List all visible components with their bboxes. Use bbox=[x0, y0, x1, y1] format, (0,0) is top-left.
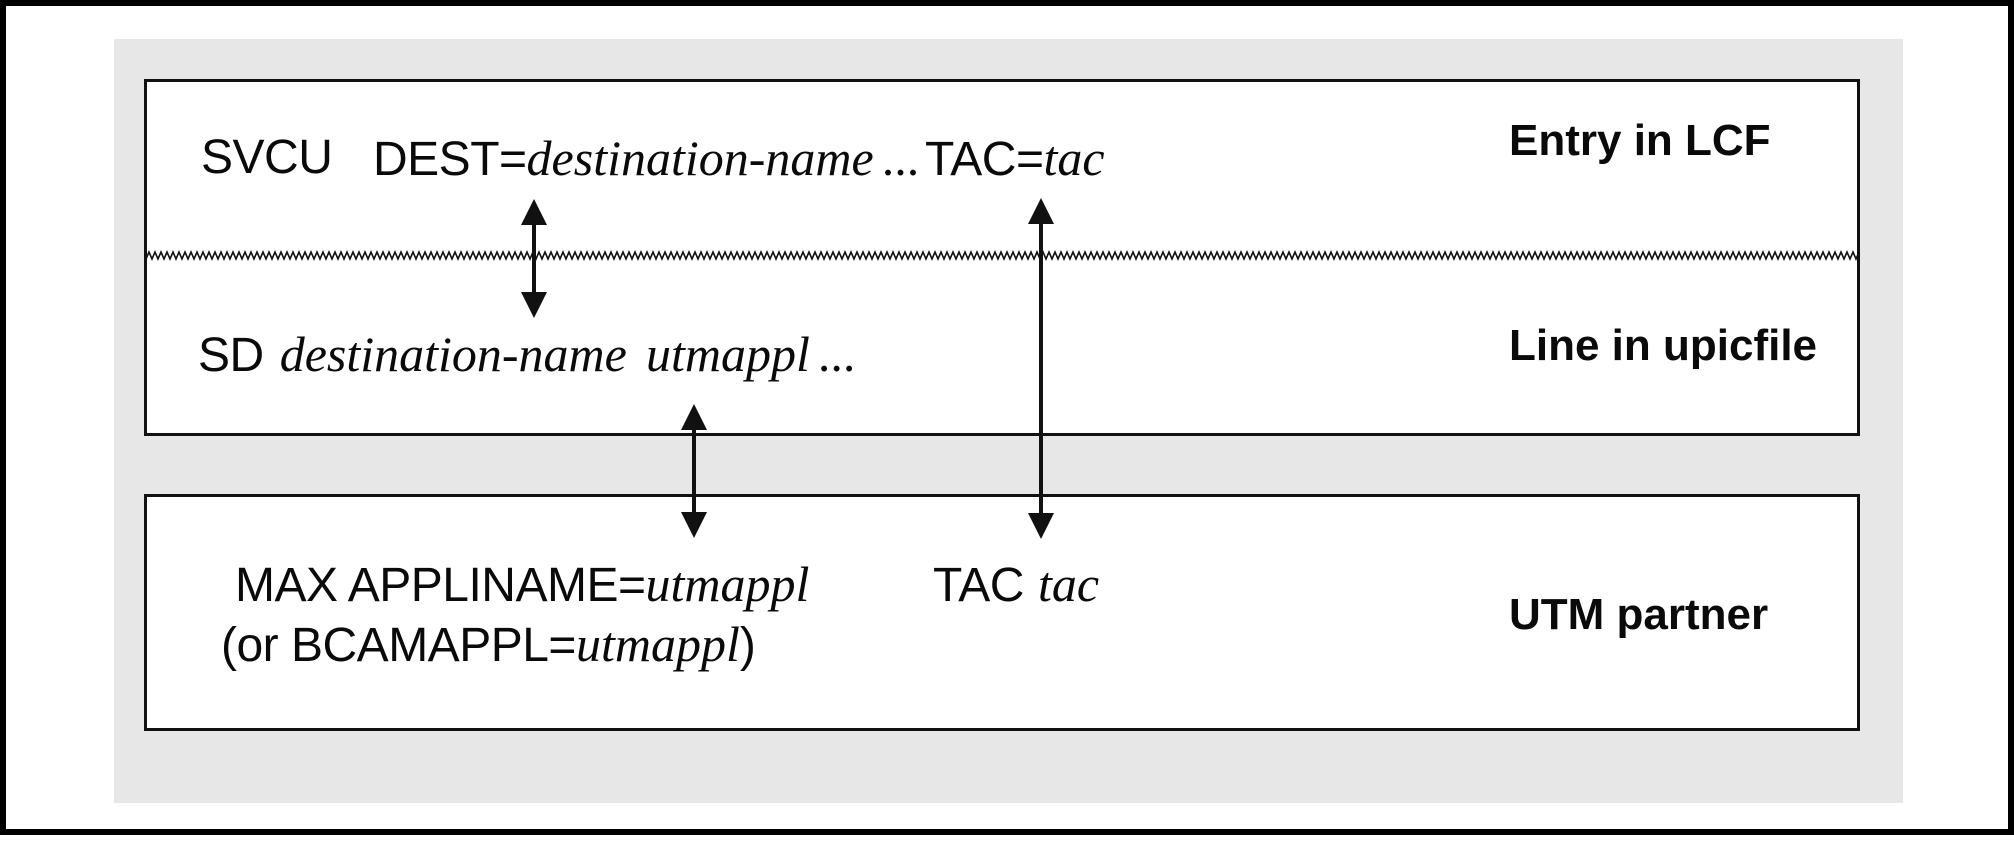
upicfile-label: Line in upicfile bbox=[1509, 321, 1818, 370]
svcu-keyword: SVCU bbox=[201, 131, 333, 184]
upicfile-utmappl-operand: utmappl... bbox=[646, 326, 855, 395]
destination-name-variable: destination-name bbox=[526, 130, 874, 186]
tac-keyword: TAC bbox=[933, 559, 1024, 612]
max-appliname-keyword: MAX APPLINAME= bbox=[235, 559, 646, 612]
destination-name-variable: destination-name bbox=[279, 326, 627, 382]
utmappl-variable: utmappl bbox=[646, 326, 810, 382]
dest-keyword: DEST= bbox=[373, 133, 527, 186]
utm-partner-label: UTM partner bbox=[1509, 590, 1769, 639]
ellipsis: ... bbox=[817, 326, 856, 382]
utm-max-statement: MAX APPLINAME=utmappl bbox=[235, 556, 809, 625]
utm-bcamappl-alternative: (or BCAMAPPL=utmappl) bbox=[221, 616, 756, 685]
lcf-tac-operand: TAC=tac bbox=[925, 130, 1105, 199]
lcf-statement: SVCU bbox=[201, 130, 333, 197]
sd-keyword: SD bbox=[198, 329, 264, 382]
lcf-label: Entry in LCF bbox=[1509, 116, 1771, 165]
tac-variable: tac bbox=[1037, 556, 1100, 612]
utmappl-variable: utmappl bbox=[575, 616, 740, 672]
bcamappl-close: ) bbox=[739, 619, 756, 672]
utmappl-variable: utmappl bbox=[645, 556, 810, 612]
utm-partner-box bbox=[144, 494, 1860, 731]
bcamappl-open: (or BCAMAPPL= bbox=[221, 619, 576, 672]
lcf-dest-operand: DEST=destination-name... bbox=[373, 130, 919, 199]
wavy-divider bbox=[146, 250, 1858, 262]
tac-keyword: TAC= bbox=[925, 133, 1044, 186]
upicfile-sd-entry: SD destination-name bbox=[198, 326, 627, 395]
ellipsis: ... bbox=[881, 130, 920, 186]
tac-variable: tac bbox=[1043, 130, 1105, 186]
